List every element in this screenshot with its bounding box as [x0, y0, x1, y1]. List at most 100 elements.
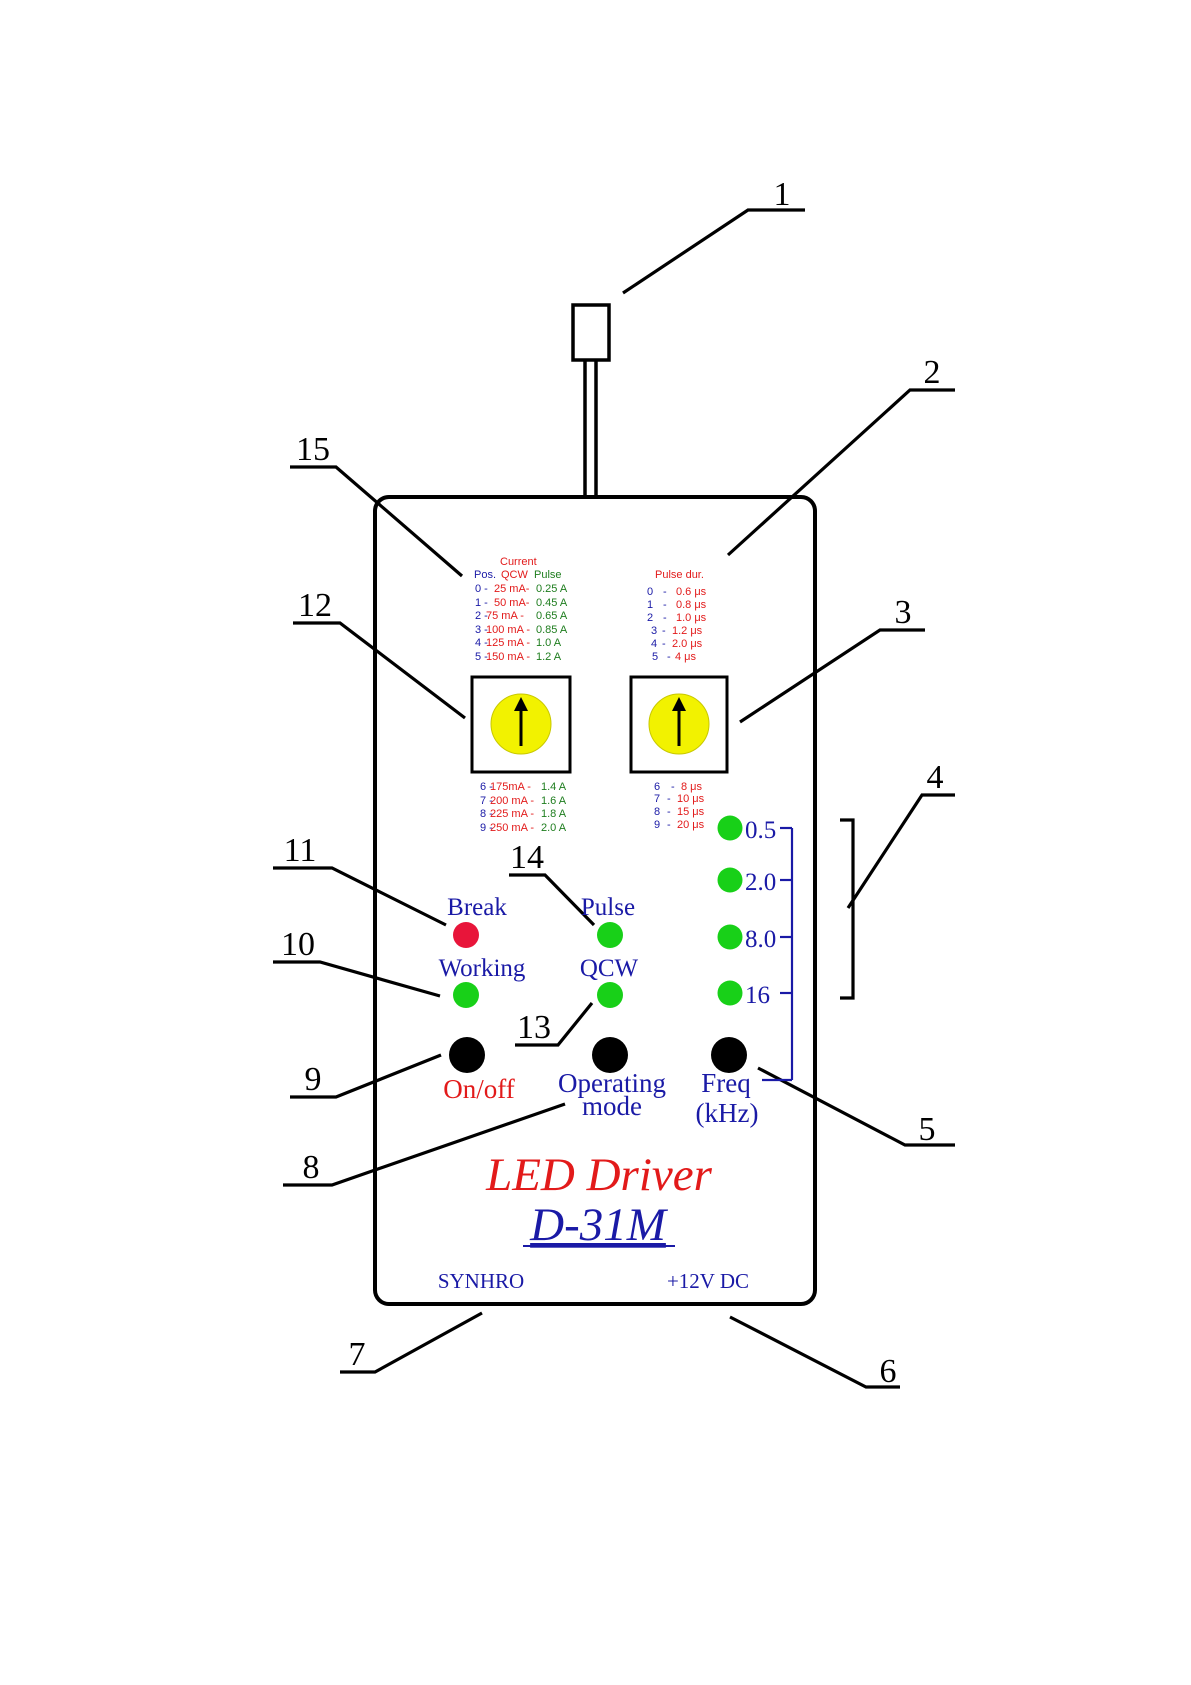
freq-label-1: Freq — [701, 1068, 751, 1098]
callout-12: 12 — [298, 587, 332, 624]
title-line-2: D-31M — [529, 1199, 669, 1251]
svg-text:0.45 A: 0.45 A — [536, 597, 568, 609]
svg-text:2.0 μs: 2.0 μs — [672, 638, 703, 650]
svg-text:0.85 A: 0.85 A — [536, 624, 568, 636]
working-led — [453, 982, 479, 1008]
indicator-leds: Break Working Pulse QCW — [439, 894, 639, 1008]
svg-text:-: - — [663, 599, 667, 611]
qcw-label: QCW — [580, 955, 639, 982]
svg-text:75 mA -: 75 mA - — [486, 610, 524, 622]
svg-text:0 -: 0 - — [475, 583, 488, 595]
pulse-row: 2 - 1.0 μs — [647, 612, 707, 624]
power-label: +12V DC — [667, 1269, 749, 1293]
svg-text:0: 0 — [647, 586, 653, 598]
pulse-led — [597, 922, 623, 948]
pulse-label: Pulse — [581, 894, 635, 921]
pulse-row: 9 - 20 μs — [654, 819, 705, 831]
current-rotary-switch[interactable] — [470, 675, 572, 774]
pulse-row: 1 - 0.8 μs — [647, 599, 707, 611]
svg-text:-: - — [662, 638, 666, 650]
header-pos: Pos. — [474, 569, 496, 581]
svg-text:1.8 A: 1.8 A — [541, 808, 567, 820]
freq-label-2-0: 2.0 — [745, 869, 776, 896]
device-title: LED Driver D-31M — [485, 1149, 713, 1251]
svg-text:10 μs: 10 μs — [677, 793, 705, 805]
callout-15: 15 — [296, 431, 330, 468]
current-table: Current Pos. QCW Pulse 0 - 25 mA- 0.25 A… — [474, 556, 568, 663]
header-qcw: QCW — [501, 569, 529, 581]
callout-1: 1 — [774, 176, 791, 213]
svg-text:7: 7 — [654, 793, 660, 805]
svg-text:150 mA -: 150 mA - — [486, 651, 530, 663]
svg-text:5 -: 5 - — [475, 651, 488, 663]
pulse-row: 0 - 0.6 μs — [647, 586, 707, 598]
svg-text:50 mA-: 50 mA- — [494, 597, 530, 609]
svg-text:8 μs: 8 μs — [681, 781, 703, 793]
callout-numbers: 1 2 3 4 5 6 7 8 9 10 11 12 13 14 15 — [281, 176, 944, 1390]
working-label: Working — [439, 955, 526, 982]
on-off-button[interactable] — [449, 1037, 485, 1073]
callout-7: 7 — [349, 1336, 366, 1373]
svg-text:-: - — [667, 806, 671, 818]
callout-14: 14 — [510, 839, 544, 876]
pulse-duration-table-lower: 6 - 8 μs 7 - 10 μs 8 - 15 μs 9 - 20 μs — [654, 781, 705, 831]
freq-led-16 — [717, 980, 743, 1006]
pulse-duration-rotary-switch[interactable] — [629, 675, 729, 774]
on-off-label: On/off — [443, 1074, 515, 1104]
current-row: 2 - 75 mA - 0.65 A — [475, 610, 568, 622]
svg-text:2: 2 — [647, 612, 653, 624]
current-row: 5 - 150 mA - 1.2 A — [475, 651, 562, 663]
callout-3: 3 — [895, 594, 912, 631]
svg-text:25 mA-: 25 mA- — [494, 583, 530, 595]
svg-text:225 mA -: 225 mA - — [490, 808, 534, 820]
current-row: 0 - 25 mA- 0.25 A — [475, 583, 568, 595]
svg-text:1: 1 — [647, 599, 653, 611]
callout-6: 6 — [880, 1353, 897, 1390]
header-pulse: Pulse — [534, 569, 562, 581]
pulse-row: 7 - 10 μs — [654, 793, 705, 805]
buttons: On/off Operating mode Freq (kHz) — [443, 1037, 758, 1128]
svg-text:-: - — [663, 586, 667, 598]
arrow-up-icon — [514, 697, 528, 746]
break-label: Break — [447, 894, 507, 921]
svg-text:1.0 μs: 1.0 μs — [676, 612, 707, 624]
svg-text:0.6 μs: 0.6 μs — [676, 586, 707, 598]
svg-text:6: 6 — [654, 781, 660, 793]
svg-text:1.0 A: 1.0 A — [536, 637, 562, 649]
current-row: 1 - 50 mA- 0.45 A — [475, 597, 568, 609]
operating-mode-button[interactable] — [592, 1037, 628, 1073]
svg-text:125 mA -: 125 mA - — [486, 637, 530, 649]
callout-2: 2 — [924, 354, 941, 391]
freq-label-0-5: 0.5 — [745, 817, 776, 844]
operating-mode-label-2: mode — [582, 1091, 642, 1121]
freq-label-8-0: 8.0 — [745, 926, 776, 953]
callout-5: 5 — [919, 1111, 936, 1148]
svg-text:1 -: 1 - — [475, 597, 488, 609]
break-led — [453, 922, 479, 948]
svg-text:0.25 A: 0.25 A — [536, 583, 568, 595]
callout-8: 8 — [303, 1149, 320, 1186]
freq-bracket — [762, 826, 794, 1082]
qcw-led — [597, 982, 623, 1008]
svg-text:2 -: 2 - — [475, 610, 488, 622]
svg-text:8 -: 8 - — [480, 808, 493, 820]
svg-text:5: 5 — [652, 651, 658, 663]
svg-text:1.4 A: 1.4 A — [541, 781, 567, 793]
svg-text:15 μs: 15 μs — [677, 806, 705, 818]
pulse-row: 3 - 1.2 μs — [651, 625, 703, 637]
svg-text:6 -: 6 - — [480, 781, 493, 793]
svg-text:1.2 μs: 1.2 μs — [672, 625, 703, 637]
pulse-duration-table: Pulse dur. 0 - 0.6 μs 1 - 0.8 μs 2 - 1.0… — [647, 569, 707, 663]
svg-text:8: 8 — [654, 806, 660, 818]
svg-text:9 -: 9 - — [480, 822, 493, 834]
svg-text:-: - — [667, 793, 671, 805]
svg-text:-: - — [662, 625, 666, 637]
pulse-dur-title: Pulse dur. — [655, 569, 704, 581]
fiber-cable — [571, 303, 611, 497]
svg-text:3 -: 3 - — [475, 624, 488, 636]
freq-button[interactable] — [711, 1037, 747, 1073]
callout-4: 4 — [927, 759, 944, 796]
operating-mode-label-1: Operating — [558, 1068, 666, 1098]
title-line-1: LED Driver — [485, 1149, 713, 1201]
